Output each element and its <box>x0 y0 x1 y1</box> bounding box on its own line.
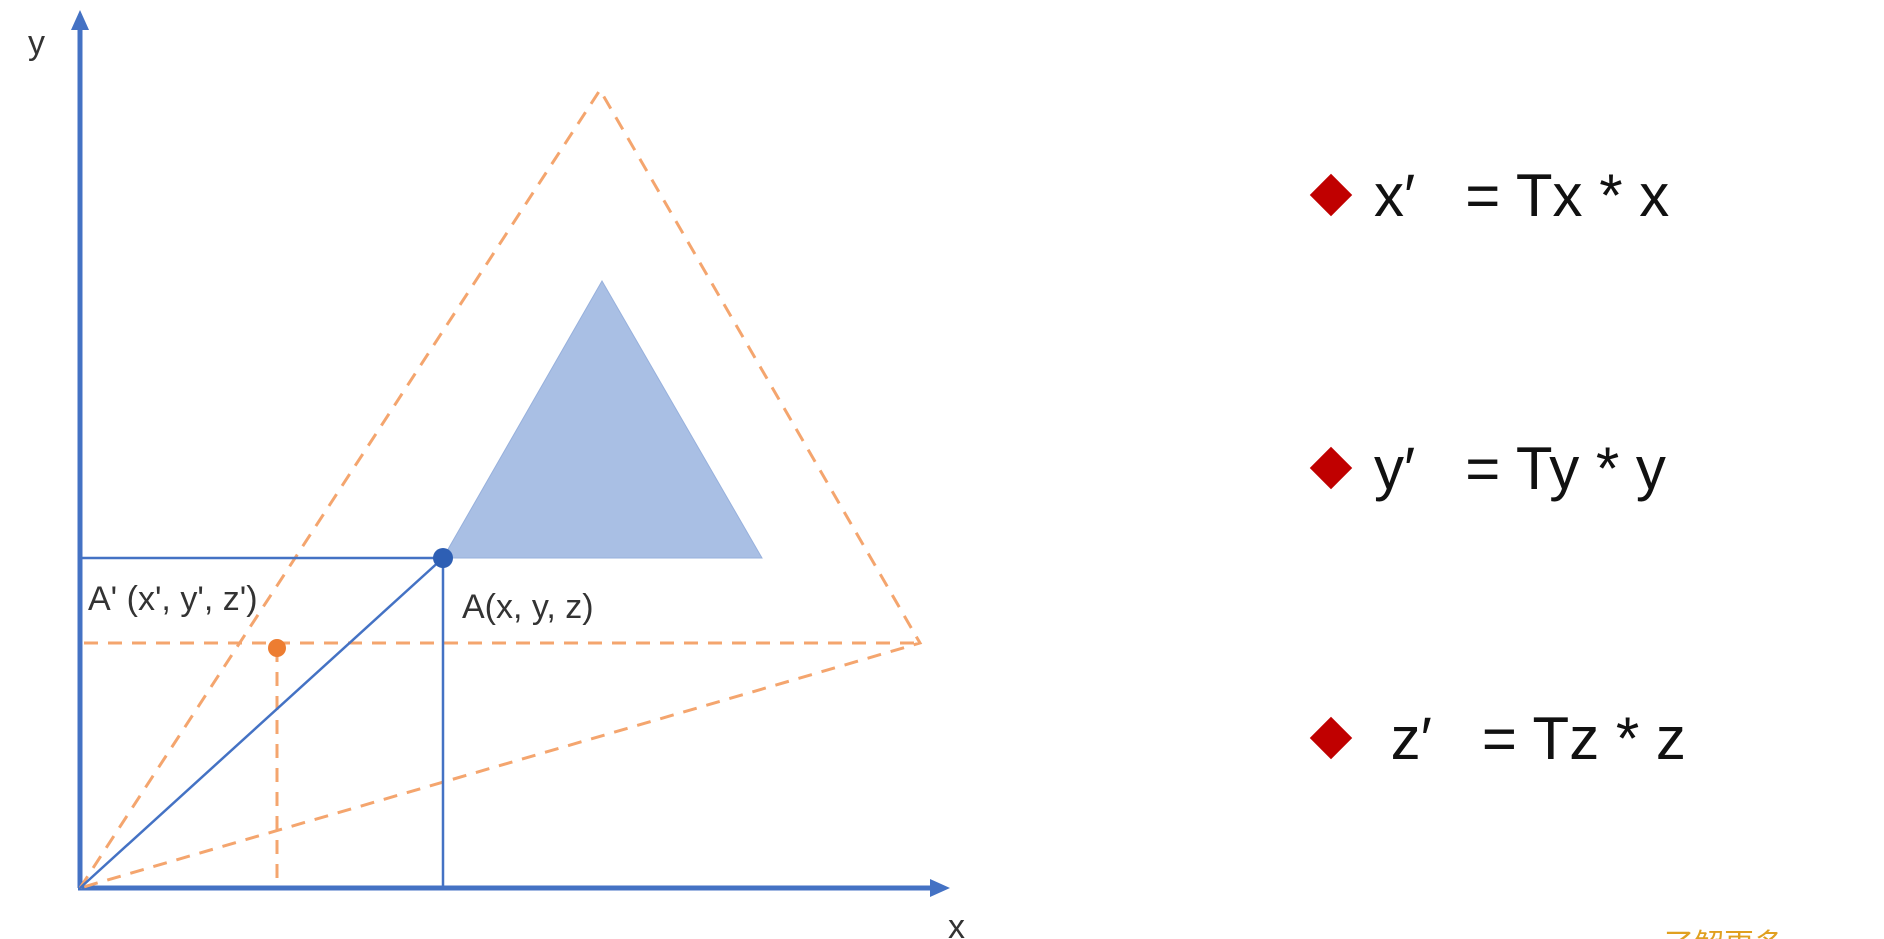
formula-z-text: z′ = Tz * z <box>1374 704 1686 772</box>
y-axis-arrow-icon <box>71 10 89 30</box>
original-point-label: A(x, y, z) <box>462 588 594 626</box>
origin-ray <box>79 557 444 889</box>
formula-z: z′ = Tz * z <box>1310 693 1850 783</box>
original-point <box>433 548 453 568</box>
scaled-triangle <box>76 87 923 891</box>
formula-y-text: y′ = Ty * y <box>1374 434 1666 502</box>
diamond-bullet-icon <box>1310 174 1352 216</box>
scaled-point-label: A' (x', y', z') <box>88 580 258 618</box>
watermark: 了解更多 <box>1664 929 1884 939</box>
diamond-bullet-icon <box>1310 447 1352 489</box>
x-axis-arrow-icon <box>930 879 950 897</box>
x-axis <box>78 879 950 897</box>
formula-x-text: x′ = Tx * x <box>1374 161 1670 229</box>
x-axis-label: x <box>948 908 965 939</box>
scaled-point <box>268 639 286 657</box>
formula-x: x′ = Tx * x <box>1310 150 1850 240</box>
y-axis <box>71 10 89 888</box>
formula-y: y′ = Ty * y <box>1310 423 1850 513</box>
watermark-text: 了解更多 <box>1664 931 1884 939</box>
diamond-bullet-icon <box>1310 717 1352 759</box>
y-axis-label: y <box>28 24 45 62</box>
original-triangle <box>442 279 763 559</box>
